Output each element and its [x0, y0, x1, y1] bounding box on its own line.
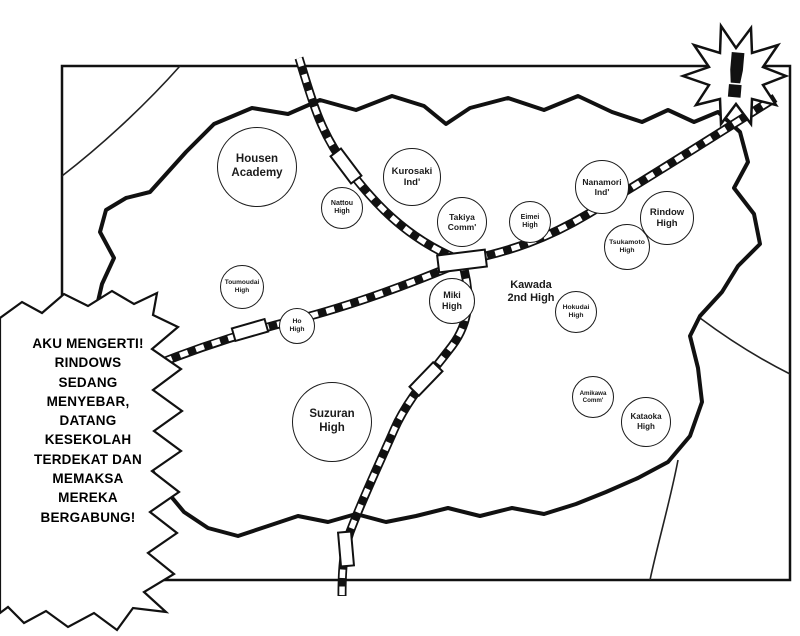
school-miki-high: Miki High [429, 278, 475, 324]
railway-station-west [230, 317, 270, 343]
railway-station-south-upper [408, 360, 444, 398]
school-eimei-high: Eimei High [509, 201, 551, 243]
school-housen-academy: Housen Academy [217, 127, 297, 207]
railway-station-south-lower [336, 530, 356, 568]
school-nanamori-ind: Nanamori Ind' [575, 160, 629, 214]
speech-bubble-text: AKU MENGERTI! RINDOWS SEDANG MENYEBAR, D… [32, 336, 144, 525]
school-kurosaki-ind: Kurosaki Ind' [383, 148, 441, 206]
railway-station-central [436, 248, 488, 274]
school-kataoka-high: Kataoka High [621, 397, 671, 447]
school-rindow-high: Rindow High [640, 191, 694, 245]
school-nattou-high: Nattou High [321, 187, 363, 229]
exclamation-icon: ! [720, 41, 752, 111]
school-hokudai-high: Hokudai High [555, 291, 597, 333]
school-kawada-2nd-high: Kawada 2nd High [507, 278, 555, 304]
school-suzuran-high: Suzuran High [292, 382, 372, 462]
school-amikawa-comm: Amikawa Comm' [572, 376, 614, 418]
railway-station-north [329, 147, 363, 185]
road-right [699, 317, 791, 375]
school-tsukamoto-high: Tsukamoto High [604, 224, 650, 270]
burst-shape [679, 22, 790, 128]
railway-north-dashes [296, 57, 464, 264]
school-takiya-comm: Takiya Comm' [437, 197, 487, 247]
school-toumoudai-high: Toumoudai High [220, 265, 264, 309]
school-ho-high: Ho High [279, 308, 315, 344]
speech-bubble [0, 289, 184, 632]
road-top-left [61, 65, 181, 177]
road-bottom-right [649, 459, 679, 581]
